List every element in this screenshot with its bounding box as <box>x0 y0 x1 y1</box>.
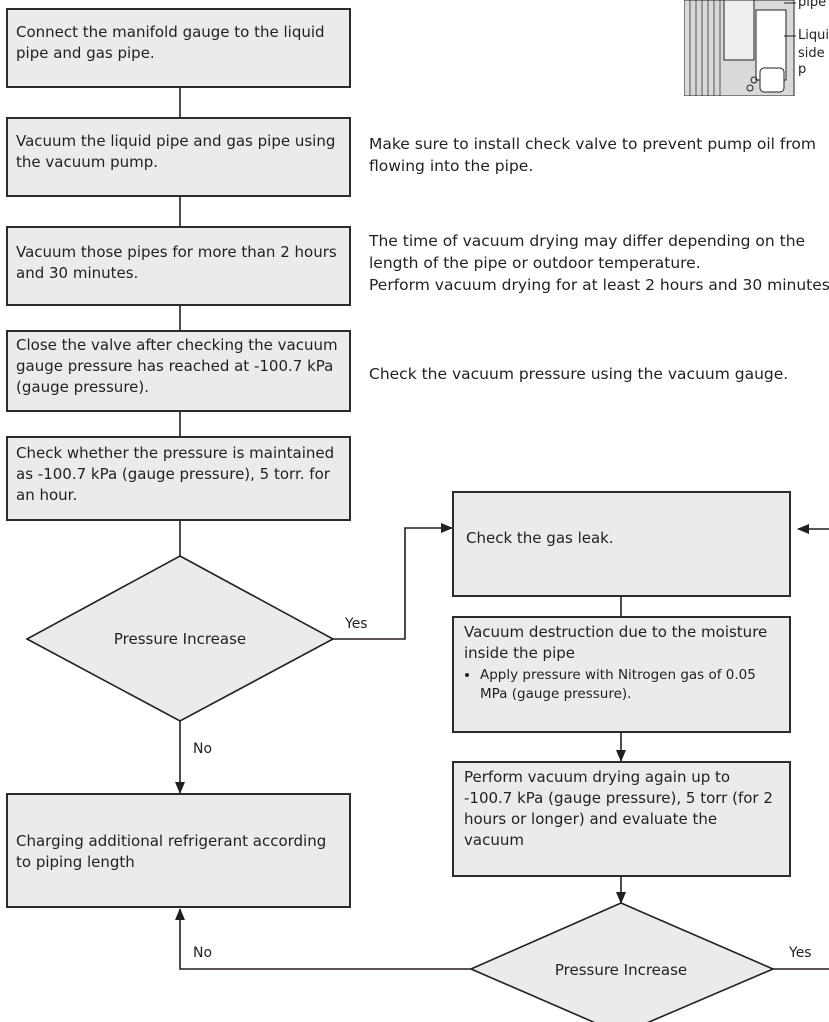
arrow-no-2 <box>175 908 471 970</box>
yes-label-1: Yes <box>345 616 368 632</box>
note-vacuum-gauge: Check the vacuum pressure using the vacu… <box>369 365 789 383</box>
step-connect-manifold: Connect the manifold gauge to the liquid… <box>6 8 351 88</box>
step-vacuum-destruction: Vacuum destruction due to the moisture i… <box>452 616 791 733</box>
step-vacuum-drying-again: Perform vacuum drying again up to -100.7… <box>452 761 791 877</box>
outdoor-unit-illustration <box>684 0 829 96</box>
note-drying-time-line3: Perform vacuum drying for at least 2 hou… <box>369 276 829 294</box>
step-vacuum-duration: Vacuum those pipes for more than 2 hours… <box>6 226 351 306</box>
callout-liquid-line2: side p <box>798 46 825 77</box>
decision-diamond-2 <box>469 902 776 1022</box>
nitrogen-pressure-item: Apply pressure with Nitrogen gas of 0.05… <box>480 666 781 704</box>
note-drying-time-line1: The time of vacuum drying may differ dep… <box>369 232 806 250</box>
step-check-gas-leak: Check the gas leak. <box>452 491 791 597</box>
decision-label-1: Pressure Increase <box>113 630 247 648</box>
step-close-valve: Close the valve after checking the vacuu… <box>6 330 351 412</box>
no-label-2: No <box>193 945 213 961</box>
outdoor-unit-photo: pipe Liqui side p <box>684 0 829 96</box>
yes-label-2: Yes <box>789 945 812 961</box>
vacuum-destruction-list: Apply pressure with Nitrogen gas of 0.05… <box>464 666 781 704</box>
note-check-valve: Make sure to install check valve to prev… <box>369 135 816 175</box>
callout-pipe: pipe <box>798 0 827 10</box>
vacuum-destruction-title: Vacuum destruction due to the moisture i… <box>464 623 768 662</box>
callout-liquid-line1: Liqui <box>798 28 829 43</box>
step-vacuum-pump: Vacuum the liquid pipe and gas pipe usin… <box>6 117 351 197</box>
no-label-1: No <box>193 741 213 757</box>
decision-label-2: Pressure Increase <box>554 961 688 979</box>
step-charge-refrigerant: Charging additional refrigerant accordin… <box>6 793 351 908</box>
note-drying-time-line2: length of the pipe or outdoor temperatur… <box>369 254 701 272</box>
step-check-pressure: Check whether the pressure is maintained… <box>6 436 351 521</box>
decision-diamond-1 <box>25 555 335 722</box>
arrow-yes-1 <box>333 523 453 640</box>
